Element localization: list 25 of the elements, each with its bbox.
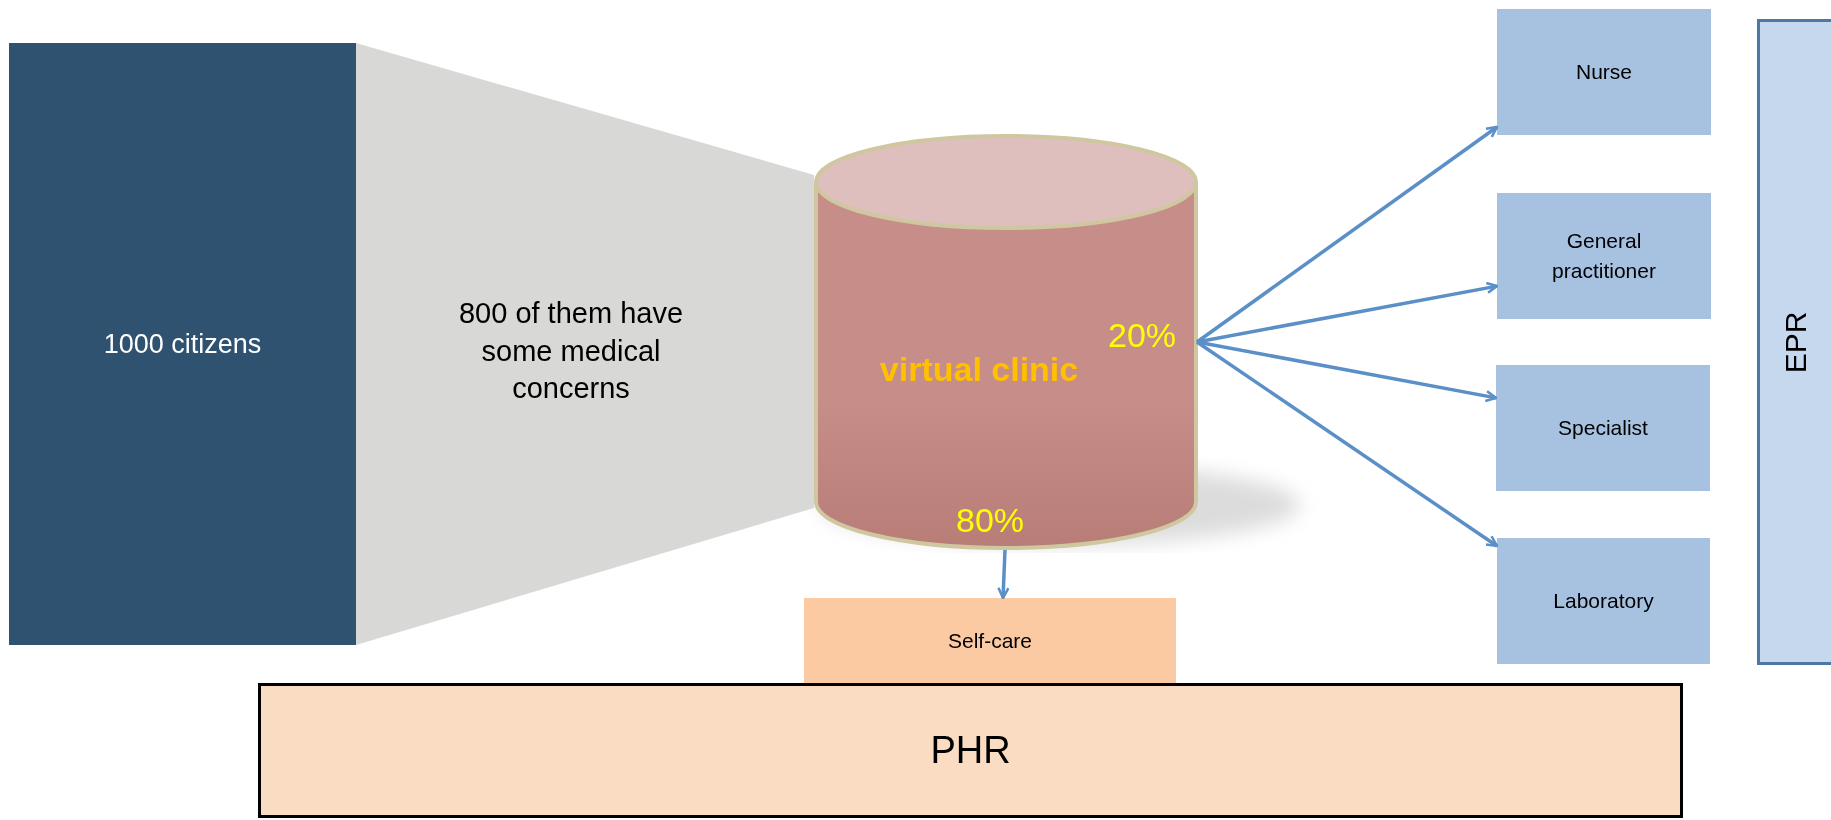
record-panel <box>1757 19 1831 665</box>
node-text: virtual clinic <box>878 349 1080 390</box>
node-text: Laboratory <box>1553 587 1654 614</box>
record-bar <box>258 683 1683 818</box>
node-text: EPR <box>1778 311 1813 373</box>
node-text: Nurse <box>1576 58 1632 85</box>
node-text: 1000 citizens <box>103 327 262 361</box>
node-text: PHR <box>930 728 1011 773</box>
arrow <box>1196 125 1499 344</box>
process-box <box>1497 538 1710 664</box>
arrow <box>1196 340 1499 548</box>
arrow <box>997 549 1010 600</box>
arrow <box>1196 281 1499 344</box>
node-text: 800 of them have some medical concerns <box>457 296 685 407</box>
percentage-label: 80% <box>956 503 1025 537</box>
process-box <box>1496 365 1710 491</box>
process-box <box>804 598 1176 683</box>
node-text: Specialist <box>1558 414 1648 441</box>
process-box <box>1497 9 1711 135</box>
node-text: Self-care <box>948 627 1032 654</box>
arrow <box>1196 340 1498 403</box>
node-text: General practitioner <box>1551 227 1657 284</box>
percentage-label: 20% <box>1108 318 1177 352</box>
population-box <box>9 43 356 645</box>
process-box <box>1497 193 1711 319</box>
